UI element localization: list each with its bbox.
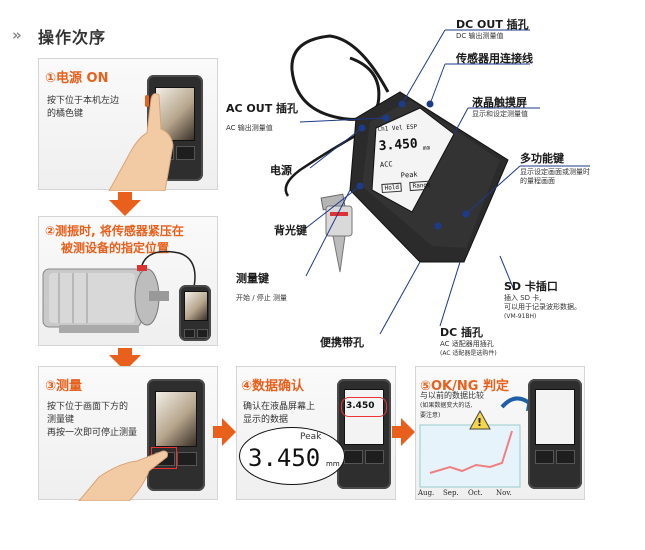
step4-desc: 确认在液晶屏幕上 显示的数据 [243, 401, 315, 427]
chevron-double-icon: » [12, 26, 22, 44]
range-softkey[interactable]: Range [409, 180, 434, 192]
dc-jack-sub-line: AC 适配器用插孔 [440, 340, 494, 348]
ac-out-sub: AC 输出测量值 [226, 124, 273, 132]
step1-desc: 按下位于本机左边 的橘色键 [47, 95, 119, 121]
sd-slot-sub-line: 可以用于记录波形数据。 [504, 303, 581, 311]
step3-desc: 按下位于画面下方的 测量键 再按一次即可停止测量 [47, 401, 137, 440]
step3-desc-line: 按下位于画面下方的 [47, 402, 129, 412]
trend-chart: ! [419, 396, 538, 488]
device-screen: Ch1 Vel ESP 3.450 mm ACC Peak Hold Range [377, 122, 442, 206]
sensor-cable-label: 传感器用连接线 [456, 52, 533, 65]
step4-desc-line: 显示的数据 [243, 415, 289, 425]
step3-title: ③测量 [45, 379, 83, 394]
strap-label: 便携带孔 [320, 336, 364, 349]
ac-out-label: AC OUT 插孔 [226, 102, 299, 115]
right-arrow [213, 426, 223, 438]
device-illustration [528, 379, 582, 489]
multi-key-sub: 显示设定画面或测量时 的量程画面 [520, 168, 590, 186]
month-label: Oct. [468, 489, 483, 497]
multi-key-sub-line: 的量程画面 [520, 177, 555, 185]
sd-slot-sub-line: 插入 SD 卡, [504, 294, 542, 302]
sd-slot-sub-line: (VM-91BH) [504, 313, 537, 320]
multi-key-label: 多功能键 [520, 152, 564, 165]
down-arrow [118, 348, 132, 356]
device-value: 3.450 [346, 401, 375, 411]
hand-illustration [108, 93, 174, 191]
zoom-unit: mm [326, 460, 340, 468]
svg-text:!: ! [477, 416, 482, 429]
hold-softkey[interactable]: Hold [381, 182, 403, 194]
dc-jack-sub-line: (AC 适配器是选购件) [440, 350, 497, 357]
step4-panel: ④数据确认 确认在液晶屏幕上 显示的数据 3.450 Peak 3.450 mm [236, 366, 396, 500]
step2-panel: ②测振时, 将传感器紧压在 被测设备的指定位置 [38, 216, 218, 346]
step3-desc-line: 测量键 [47, 415, 75, 425]
value-highlight [341, 397, 387, 417]
sd-slot-sub: 插入 SD 卡, 可以用于记录波形数据。 (VM-91BH) [504, 294, 581, 321]
dc-jack-label: DC 插孔 [440, 326, 484, 339]
zoom-peak-label: Peak [300, 432, 322, 442]
step4-title: ④数据确认 [241, 379, 305, 394]
month-label: Aug. [418, 489, 435, 497]
step5-desc: 与以前的数据比较 (如果数据变大的话, 要注意) [420, 391, 484, 421]
month-label: Nov. [496, 489, 512, 497]
sd-slot-label: SD 卡插口 [504, 280, 558, 293]
step1-desc-line: 按下位于本机左边 [47, 96, 120, 106]
step3-panel: ③测量 按下位于画面下方的 测量键 再按一次即可停止测量 [38, 366, 218, 501]
hand-illustration [78, 450, 168, 501]
motor-illustration [42, 250, 196, 333]
dc-out-sub: DC 输出测量值 [456, 32, 504, 40]
right-arrow [392, 426, 402, 438]
orange-power-key [145, 95, 149, 107]
step5-panel: ⑤OK/NG 判定 与以前的数据比较 (如果数据变大的话, 要注意) ! Aug… [415, 366, 585, 500]
zoom-lens: Peak 3.450 mm [239, 427, 345, 485]
step2-title-line2: 被测设备的指定位置 [61, 241, 170, 255]
step5-desc-line: 要注意) [420, 412, 441, 419]
screen-acc-label: ACC [379, 160, 393, 170]
dc-jack-sub: AC 适配器用插孔 (AC 适配器是选购件) [440, 340, 497, 358]
device-illustration [179, 285, 211, 341]
step4-desc-line: 确认在液晶屏幕上 [243, 402, 316, 412]
power-label: 电源 [270, 164, 292, 177]
screen-peak-label: Peak [400, 170, 418, 180]
step1-panel: ①电源 ON 按下位于本机左边 的橘色键 [38, 58, 218, 191]
device-illustration: 3.450 [337, 379, 391, 489]
step5-desc-line: (如果数据变大的话, [420, 402, 473, 409]
lcd-sub: 显示和设定测量值 [472, 110, 528, 118]
step5-title: ⑤OK/NG 判定 [420, 379, 509, 394]
step2-title-line1: ②测振时, 将传感器紧压在 [45, 224, 184, 238]
step3-desc-line: 再按一次即可停止测量 [47, 428, 138, 438]
lcd-label: 液晶触摸屏 [472, 96, 527, 109]
down-arrow [118, 192, 132, 200]
measure-key-sub: 开始 / 停止 测量 [236, 294, 288, 302]
right-arrow-head [401, 418, 415, 446]
down-arrow-head [109, 200, 141, 216]
page-title: 操作次序 [38, 28, 107, 47]
step1-desc-line: 的橘色键 [47, 109, 84, 119]
right-arrow-head [222, 418, 236, 446]
step1-title: ①电源 ON [45, 71, 109, 86]
dc-out-label: DC OUT 插孔 [456, 18, 529, 31]
zoom-value: 3.450 [248, 444, 321, 472]
month-label: Sep. [443, 489, 459, 497]
step5-desc-line: 与以前的数据比较 [420, 391, 484, 400]
multi-key-sub-line: 显示设定画面或测量时 [520, 168, 590, 176]
backlight-label: 背光键 [274, 224, 307, 237]
screen-unit: mm [422, 144, 431, 153]
measure-key-label: 测量键 [236, 272, 269, 285]
